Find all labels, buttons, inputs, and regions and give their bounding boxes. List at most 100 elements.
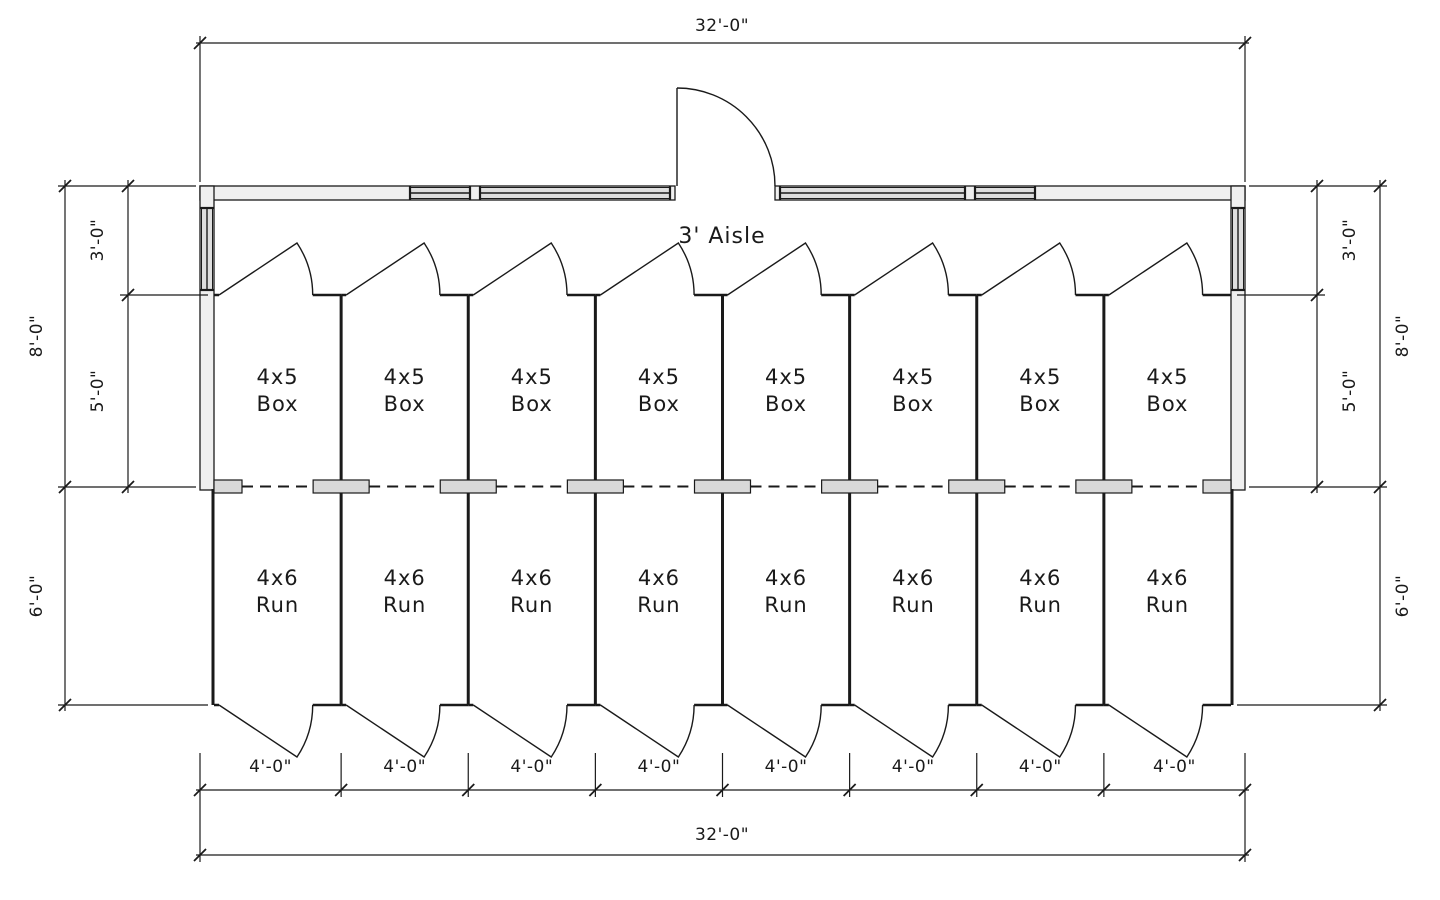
dim-tick [1238,783,1252,797]
transfer-gate [948,479,1006,494]
box-stall-label-line2: Box [765,392,807,416]
transfer-gate [312,479,370,494]
run-label-line1: 4x6 [384,566,426,590]
aisle-depth-text: 3'-0" [1340,219,1360,262]
box-stall-label-line1: 4x5 [256,365,298,389]
dimension-ticks: 4'-0" 4'-0" 4'-0" 4'-0" 4'-0" 4'-0" 4'-0" 4'-0" [58,36,1387,862]
transfer-gate [439,479,497,494]
run-gate-swing [1108,704,1204,758]
run-label-line2: Run [892,593,935,617]
run-label-line1: 4x6 [511,566,553,590]
dim-tick [588,783,603,797]
transfer-gate [566,479,624,494]
run-label-line1: 4x6 [892,566,934,590]
dim-tick [1373,179,1387,193]
run-label-line2: Run [637,593,680,617]
dim-tick [58,179,72,193]
dim-tick [193,36,207,50]
box-stall-label-line1: 4x5 [765,365,807,389]
run-gate-swing [981,704,1077,758]
door-swing-arc [676,87,776,187]
box-gate-swing [727,242,822,296]
run-label-line2: Run [1146,593,1189,617]
aisle-depth-text: 3'-0" [88,219,108,262]
run-label-line1: 4x6 [638,566,680,590]
dim-tick [970,783,984,797]
box-depth-text: 5'-0" [88,370,108,413]
dim-tick [334,783,348,797]
run-enclosure [211,489,1234,705]
entry-door [676,87,776,187]
box-stall-label-line2: Box [638,392,680,416]
box-stall-label-line2: Box [1146,392,1188,416]
dim-tick [193,783,207,797]
run-label-line1: 4x6 [256,566,298,590]
dim-tick [58,698,72,712]
box-stall-label-line2: Box [257,392,299,416]
run-label-line2: Run [510,593,553,617]
box-gate-swing [854,242,950,296]
run-depth-text: 6'-0" [1393,575,1413,618]
dim-tick [121,480,135,494]
dim-tick [1097,783,1111,797]
dim-tick [1373,698,1387,712]
bay-dimension-text: 4'-0" [249,757,292,777]
run-label-line2: Run [764,593,807,617]
dim-tick [1310,179,1324,193]
dim-tick [461,783,475,797]
dim-tick [1310,480,1324,494]
run-gate-swing [727,704,822,758]
box-stall-label-line1: 4x5 [638,365,680,389]
dim-tick [121,288,135,302]
transfer-gate [213,479,243,494]
run-label-line1: 4x6 [1019,566,1061,590]
transfer-gate [1202,479,1232,494]
run-gate-swing [472,704,568,758]
bay-dimension-text: 4'-0" [383,757,426,777]
bay-dimension-text: 4'-0" [510,757,553,777]
run-gate-swing [218,704,314,758]
box-depth-text: 5'-0" [1340,370,1360,413]
bay-dimension-text: 4'-0" [638,757,681,777]
box-gate-swing [599,242,695,296]
run-label-line1: 4x6 [1146,566,1188,590]
box-stall-label-line1: 4x5 [1146,365,1188,389]
dim-tick [121,179,135,193]
right-dimensions: 3'-0" 5'-0" 8'-0" 6'-0" [1237,180,1413,711]
box-gate-swing [472,242,568,296]
bay-dimension-text: 4'-0" [1019,757,1062,777]
dim-tick [58,480,72,494]
windows [200,186,1245,292]
run-gate-swing [599,704,695,758]
run-gate-swing [854,704,950,758]
box-stall-label-line1: 4x5 [384,365,426,389]
box-gate-swing [218,242,314,296]
dim-tick [193,848,207,862]
overall-width-text: 32'-0" [695,825,749,845]
transfer-gate [1075,479,1133,494]
box-stall-label-line2: Box [511,392,553,416]
transfer-gate [693,479,752,494]
left-dimensions: 3'-0" 5'-0" 8'-0" 6'-0" [27,180,208,711]
box-gate-swing [1108,242,1204,296]
bay-dimension-text: 4'-0" [765,757,808,777]
dim-tick [1238,36,1252,50]
run-label-line1: 4x6 [765,566,807,590]
top-overall-dimension: 32'-0" [196,16,1249,182]
box-gate-swing [981,242,1077,296]
box-gate-swing [345,242,441,296]
run-gate-swing [345,704,441,758]
run-label-line2: Run [383,593,426,617]
dim-tick [1373,480,1387,494]
bay-dimension-text: 4'-0" [892,757,935,777]
bay-dimension-text: 4'-0" [1153,757,1196,777]
box-stall-label-line1: 4x5 [892,365,934,389]
dim-tick [1238,848,1252,862]
box-stall-label-line2: Box [892,392,934,416]
dim-tick [1310,288,1324,302]
run-label-line2: Run [1019,593,1062,617]
front-depth-text: 8'-0" [27,315,47,358]
